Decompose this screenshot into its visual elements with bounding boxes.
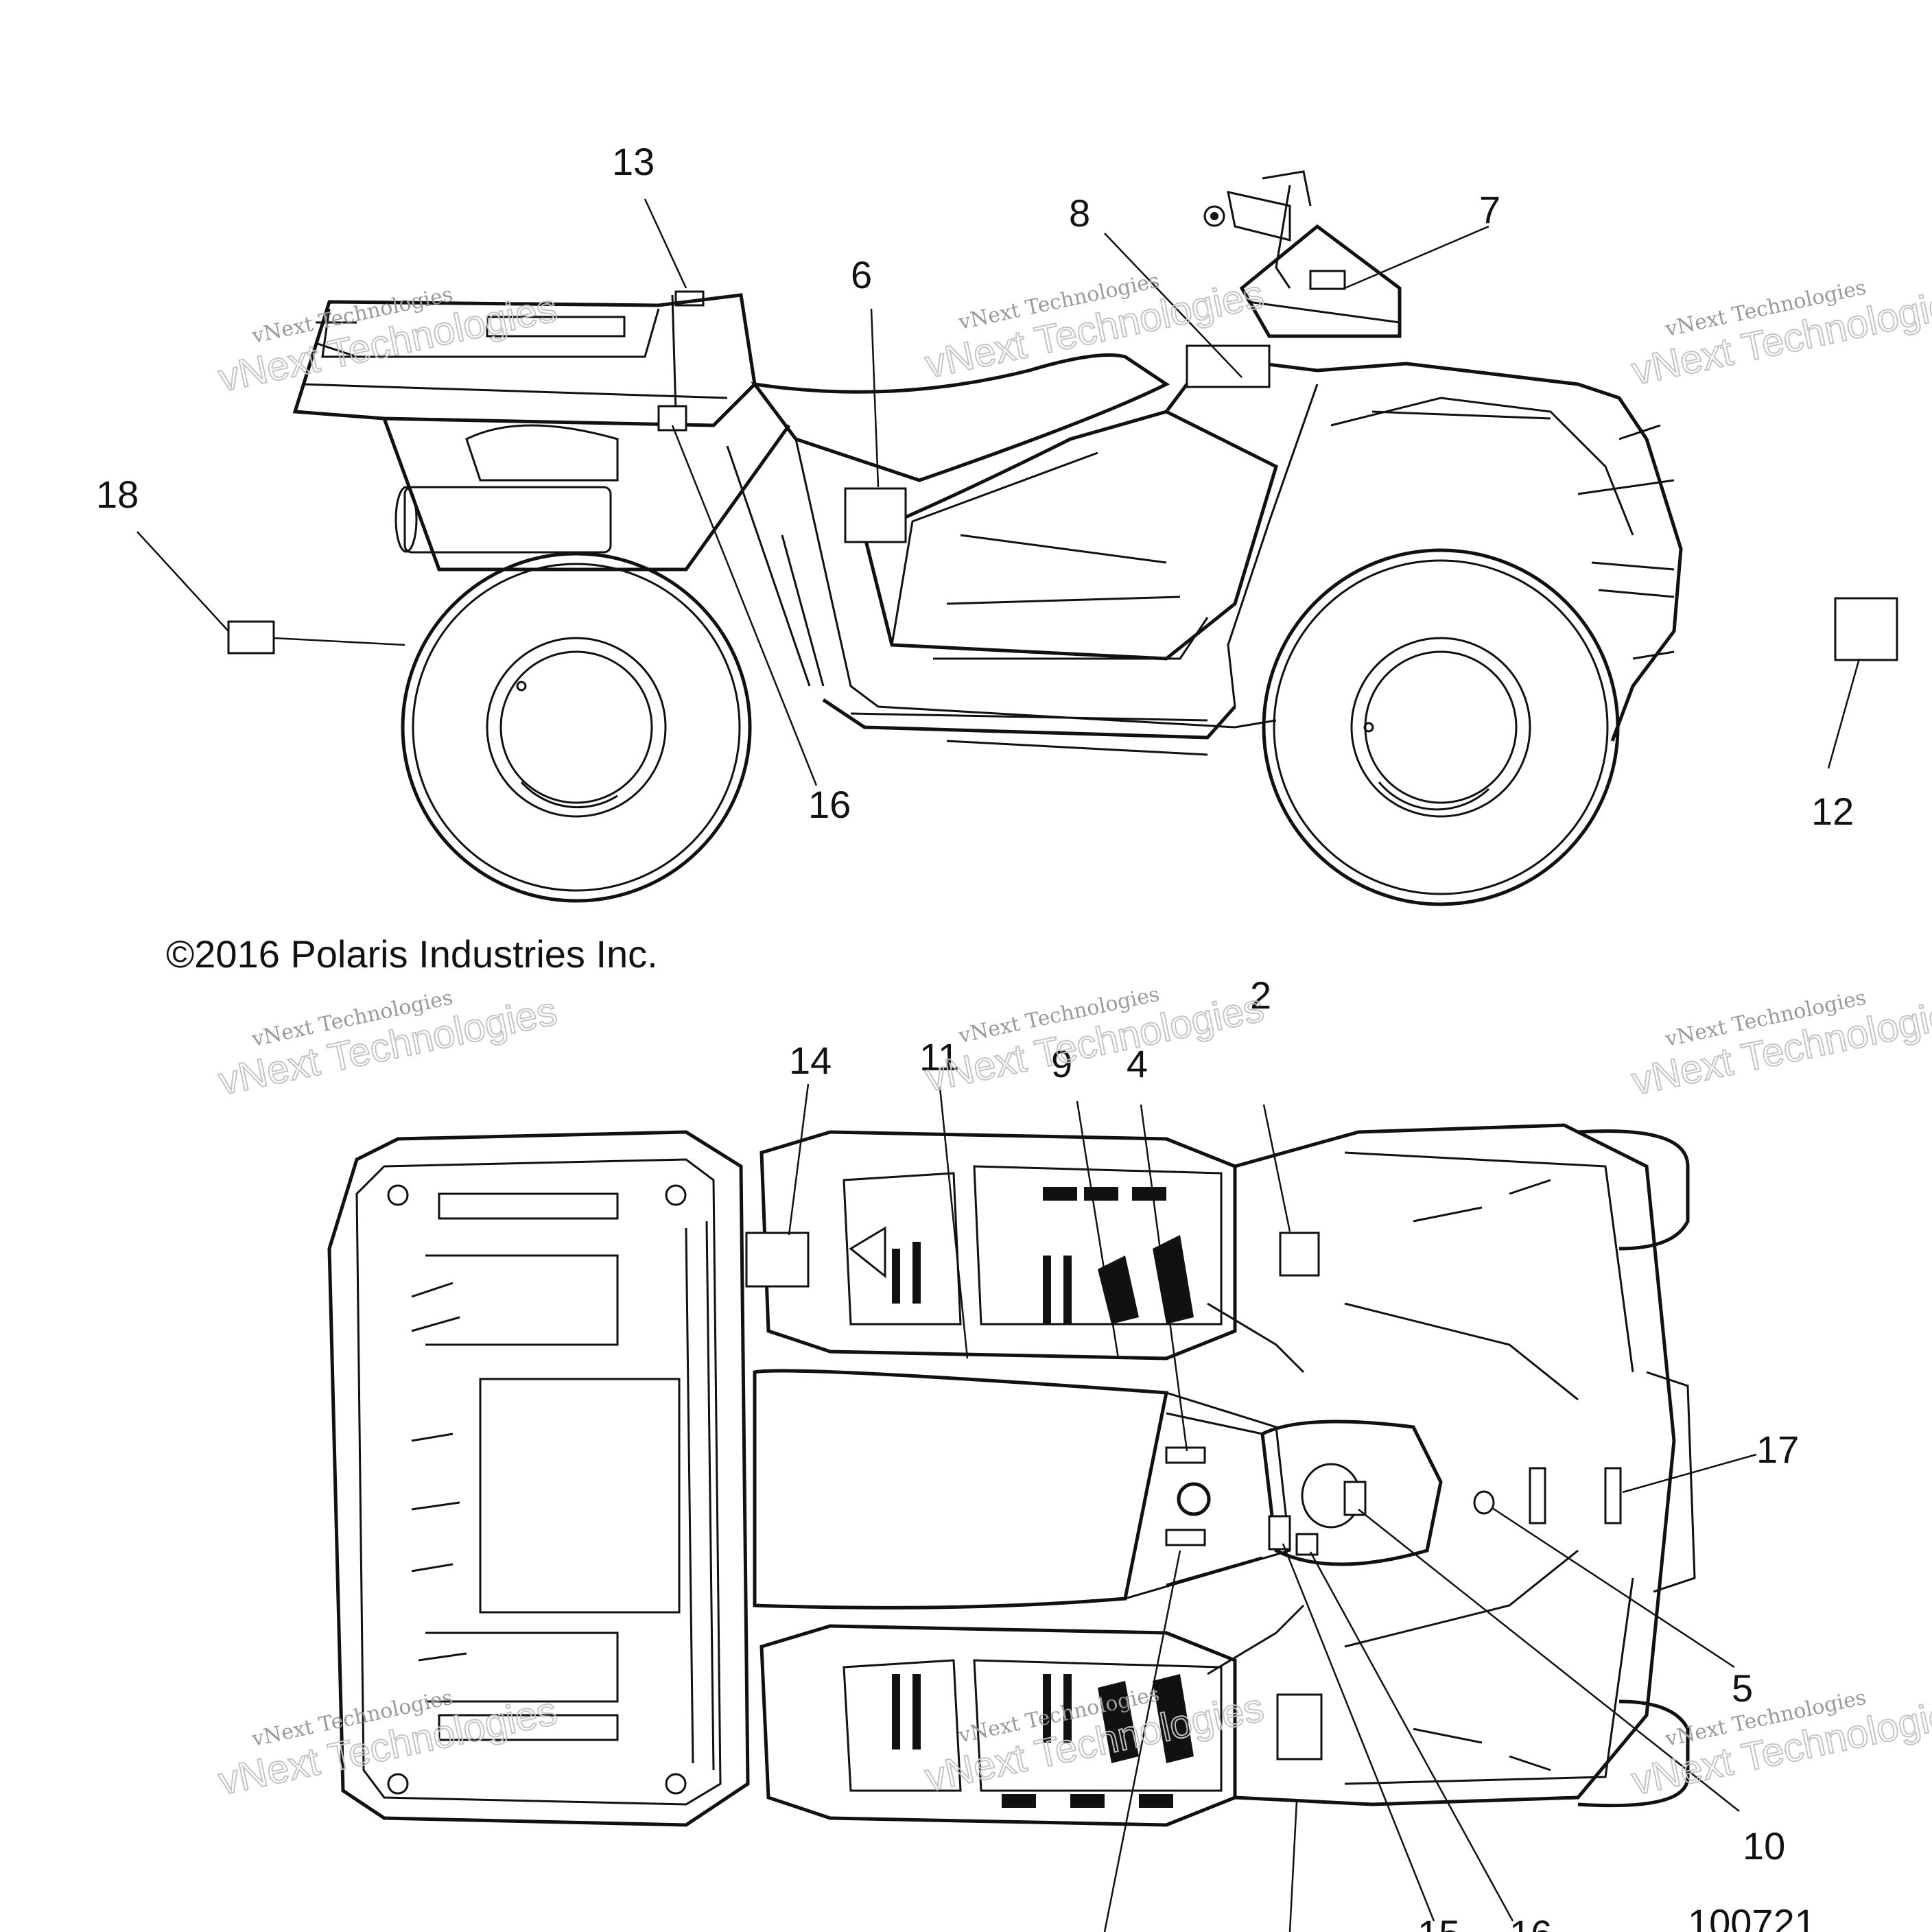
callout-16-top: 16	[1509, 1912, 1552, 1932]
handlebar-top	[1166, 1302, 1443, 1675]
decal-lower	[1276, 1693, 1323, 1760]
watermark-5: vNext Technologies vNext Technologies	[921, 982, 1268, 1101]
decal-8	[1186, 344, 1271, 388]
top-leaders	[788, 1083, 1757, 1932]
decal-17-a	[1529, 1467, 1546, 1524]
decal-17-b	[1604, 1467, 1622, 1524]
decal-9-top	[1165, 1529, 1206, 1546]
front-fender	[1165, 355, 1683, 742]
decal-7	[1309, 270, 1346, 290]
part-number: 100721	[1688, 1901, 1816, 1932]
watermark-1: vNext Technologies vNext Technologies	[214, 283, 561, 401]
watermark-6: vNext Technologies vNext Technologies	[1627, 986, 1932, 1105]
decal-18	[227, 620, 275, 655]
copyright-text: ©2016 Polaris Industries Inc.	[166, 932, 658, 976]
side-callouts: 13 8 7 6 18 16 12	[96, 140, 1854, 833]
callout-5: 5	[1732, 1666, 1753, 1710]
footwell-lower	[759, 1624, 1237, 1827]
callout-14: 14	[789, 1039, 832, 1082]
front-body-top	[1234, 1123, 1696, 1808]
watermark-8: vNext Technologies vNext Technologies	[921, 1682, 1268, 1801]
front-wheel	[1262, 548, 1620, 906]
top-callouts: 2 14 11 9 4 17 5 10 15 16	[789, 974, 1799, 1932]
decal-2	[1279, 1232, 1320, 1277]
side-decals	[227, 270, 1898, 661]
callout-6: 6	[851, 253, 872, 296]
callout-13: 13	[612, 140, 655, 183]
callout-17: 17	[1756, 1428, 1799, 1471]
decal-5	[1473, 1490, 1495, 1515]
callout-7: 7	[1479, 188, 1500, 231]
handlebar-pod	[1203, 170, 1402, 338]
rear-wheel	[401, 552, 752, 903]
rear-rack-top	[327, 1130, 750, 1827]
atv-side-view	[292, 170, 1683, 906]
watermark-4: vNext Technologies vNext Technologies	[214, 986, 561, 1105]
decal-12	[1834, 597, 1898, 661]
seat	[751, 353, 1170, 482]
side-leaders	[137, 198, 1861, 786]
side-panel	[862, 410, 1278, 661]
callout-12: 12	[1811, 790, 1854, 833]
seat-top	[753, 1369, 1291, 1610]
top-decals	[745, 1232, 1622, 1760]
rear-rack	[292, 290, 757, 427]
callout-8: 8	[1069, 191, 1090, 235]
decal-4-top	[1165, 1446, 1206, 1464]
watermarks: vNext Technologies vNext Technologies vN…	[214, 269, 1932, 1804]
callout-4: 4	[1127, 1042, 1148, 1085]
watermark-9: vNext Technologies vNext Technologies	[1627, 1686, 1932, 1804]
footwell-upper	[759, 1130, 1237, 1360]
callout-18: 18	[96, 473, 139, 516]
front-bumper	[1577, 424, 1675, 660]
decal-16-top	[1295, 1533, 1319, 1556]
body-rear-fender	[382, 384, 1277, 729]
callout-15: 15	[1417, 1912, 1460, 1932]
muffler	[394, 424, 619, 554]
watermark-3: vNext Technologies vNext Technologies	[1627, 276, 1932, 394]
atv-top-view	[327, 1123, 1696, 1827]
decal-15	[1268, 1515, 1291, 1551]
callout-9: 9	[1051, 1042, 1072, 1085]
callout-16-side: 16	[808, 783, 851, 826]
watermark-7: vNext Technologies vNext Technologies	[214, 1686, 561, 1804]
decal-10	[1343, 1481, 1367, 1516]
callout-10: 10	[1743, 1824, 1785, 1868]
callout-11: 11	[919, 1035, 959, 1079]
footrest	[822, 698, 1236, 756]
callout-2: 2	[1250, 974, 1271, 1017]
decal-14	[745, 1232, 810, 1288]
decal-6	[844, 487, 907, 543]
